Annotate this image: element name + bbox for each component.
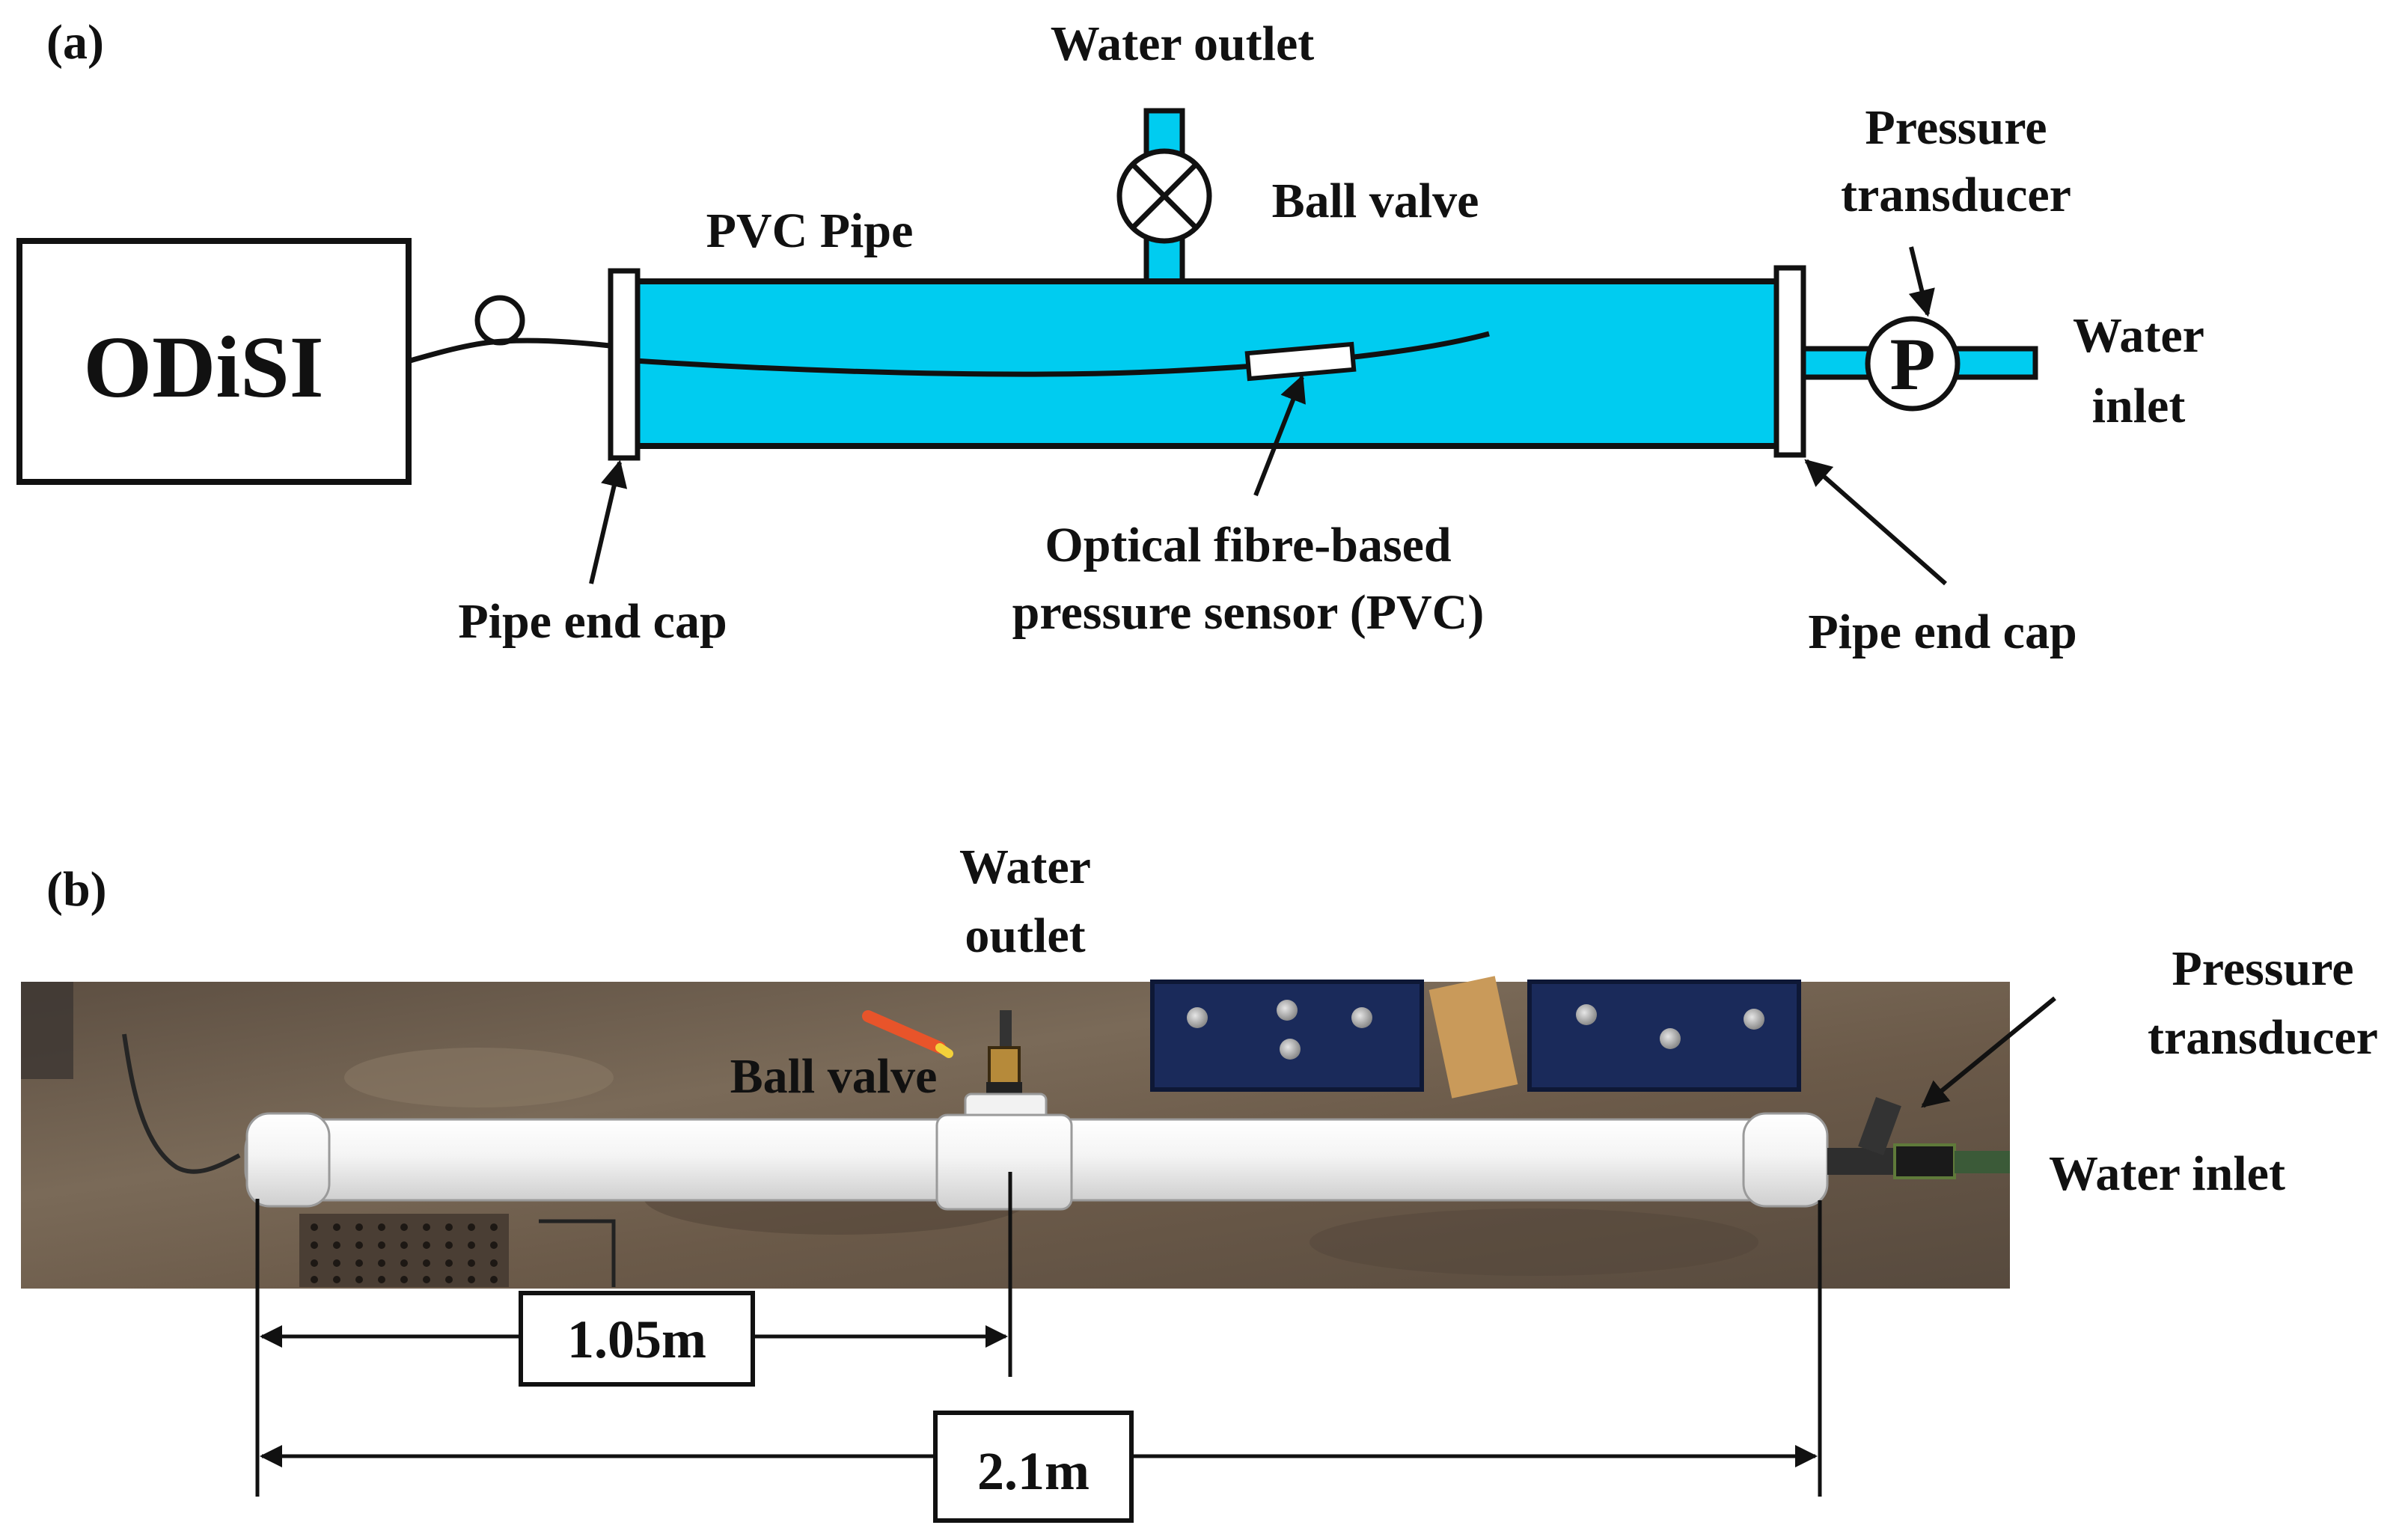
water-inlet-label-line2: inlet xyxy=(2092,379,2186,433)
pipe-end-cap-left-label: Pipe end cap xyxy=(458,594,727,649)
photo-pressure-transducer-label-line2: transducer xyxy=(2148,1010,2378,1065)
pressure-transducer-label-line1: Pressure xyxy=(1865,100,2047,155)
photo-pressure-transducer xyxy=(1858,1096,1901,1156)
ball-valve-label: Ball valve xyxy=(1272,174,1479,228)
arrow-pressure-transducer xyxy=(1908,246,1935,317)
arrow-sensor xyxy=(1253,374,1306,497)
photo-valve-handle xyxy=(1000,1010,1012,1055)
floor-crack xyxy=(539,1219,616,1287)
photo-ball-valve xyxy=(988,1046,1021,1085)
pipe-end-cap-right xyxy=(1773,265,1806,458)
wooden-block xyxy=(1428,976,1518,1098)
arrow-pipe-end-cap-left xyxy=(589,459,628,584)
floor-corner-object xyxy=(21,982,73,1079)
dim-half-box xyxy=(519,1291,755,1387)
floor-wet-patch-1 xyxy=(344,1048,614,1107)
steel-plate-2 xyxy=(1527,980,1801,1092)
photo-end-cap-left xyxy=(245,1112,331,1208)
valve-cross-2 xyxy=(1131,162,1198,230)
photo-inlet-hose xyxy=(1955,1151,2010,1173)
photo-water-inlet-label: Water inlet xyxy=(2049,1146,2285,1201)
optical-fibre-inside-pipe xyxy=(634,331,1490,377)
arrow-photo-pressure-transducer xyxy=(1921,996,2056,1108)
sensor-label-line1: Optical fibre-based xyxy=(1045,518,1451,572)
optical-fibre-pressure-sensor xyxy=(1244,341,1357,382)
pressure-transducer-letter: P xyxy=(1889,323,1935,406)
pressure-transducer-symbol xyxy=(1865,316,1961,412)
sensor-label-line2: pressure sensor (PVC) xyxy=(1012,585,1485,640)
photo-inlet-hose-connector xyxy=(1893,1143,1956,1179)
floor-stain-2 xyxy=(1310,1208,1758,1276)
panel-b-label: (b) xyxy=(46,862,107,917)
fibre-cable-photo xyxy=(122,1033,241,1174)
photo-ball-valve-label: Ball valve xyxy=(730,1049,938,1104)
pipe-end-cap-right-label: Pipe end cap xyxy=(1808,605,2077,659)
odisi-box xyxy=(16,238,412,485)
dim-full-box xyxy=(933,1411,1134,1523)
floor-drain-grate xyxy=(299,1214,509,1287)
panel-a-label: (a) xyxy=(46,15,104,70)
arrow-pipe-end-cap-right xyxy=(1804,459,1947,586)
water-inlet-label-line1: Water xyxy=(2073,308,2204,363)
dim-full-label: 2.1m xyxy=(977,1441,1090,1501)
screwdriver-handle xyxy=(862,1010,946,1054)
dim-half-label: 1.05m xyxy=(567,1310,706,1369)
photo-water-outlet-label-line1: Water xyxy=(959,840,1091,894)
screwdriver-tip xyxy=(935,1043,953,1058)
odisi-label: ODiSI xyxy=(83,318,323,416)
photo-end-cap-right xyxy=(1742,1112,1829,1208)
pipe-end-cap-left xyxy=(608,268,641,461)
pressure-transducer-label-line2: transducer xyxy=(1841,168,2071,222)
photo-pressure-transducer-label-line1: Pressure xyxy=(2172,941,2353,996)
water-outlet-label: Water outlet xyxy=(1051,16,1315,71)
photo-water-outlet-label-line2: outlet xyxy=(965,908,1085,963)
steel-plate-1 xyxy=(1150,980,1424,1092)
fibre-loop xyxy=(474,295,525,346)
pvc-pipe-body xyxy=(632,278,1782,449)
pvc-pipe-label: PVC Pipe xyxy=(706,204,914,258)
photo-tee-fitting xyxy=(935,1113,1073,1211)
optical-fibre-lead xyxy=(409,337,611,364)
